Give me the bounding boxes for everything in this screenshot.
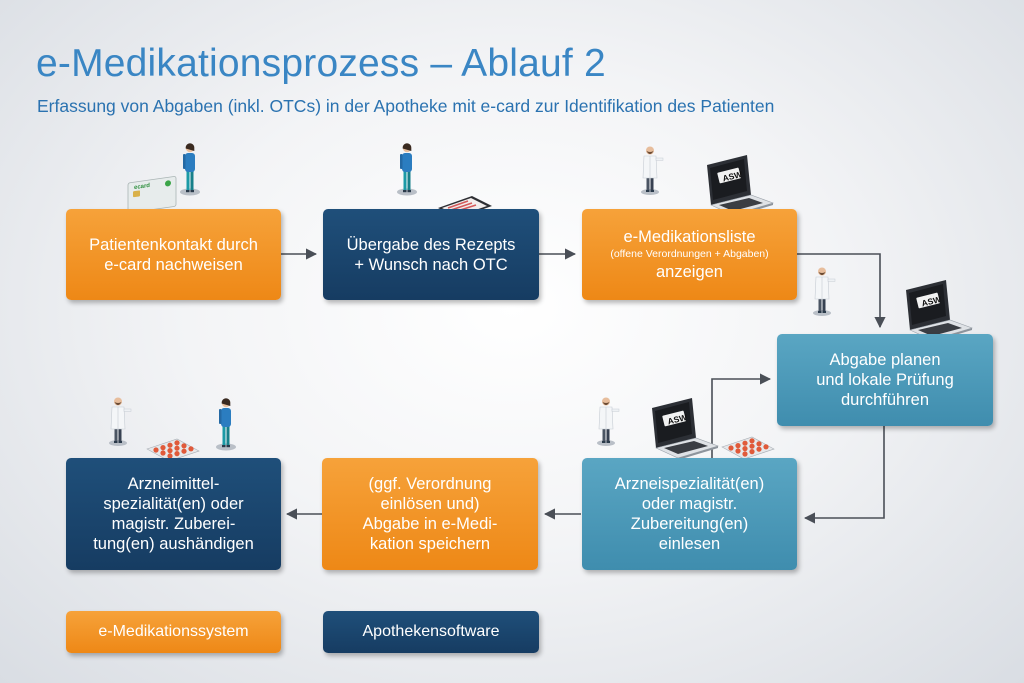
legend-apothekensoftware: Apothekensoftware	[323, 611, 539, 653]
pharmacist-icon	[596, 397, 620, 447]
laptop-asw-icon: ASW	[905, 279, 973, 343]
step-line: + Wunsch nach OTC	[354, 255, 508, 274]
step-prescription-handover[interactable]: Übergabe des Rezepts + Wunsch nach OTC	[323, 209, 539, 300]
step-line: durchführen	[840, 391, 930, 409]
step-line: (ggf. Verordnung	[368, 475, 492, 493]
step-line: Patientenkontakt durch	[89, 235, 258, 254]
pharmacist-icon	[640, 146, 664, 196]
step-line: Übergabe des Rezepts	[346, 235, 516, 254]
step-line: e-Medikationsliste	[623, 228, 756, 246]
step-scan-medication[interactable]: Arzneispezialität(en) oder magistr. Zube…	[582, 458, 797, 570]
step-line: e-card nachweisen	[104, 255, 243, 274]
laptop-asw-icon: ASW	[651, 397, 719, 461]
step-save-dispensing[interactable]: (ggf. Verordnung einlösen und) Abgabe in…	[322, 458, 538, 570]
step-line: kation speichern	[369, 535, 491, 553]
step-line: Abgabe in e-Medi-	[362, 515, 498, 533]
arrow-step4-to-step5	[803, 426, 885, 524]
step-line: spezialität(en) oder	[103, 495, 244, 513]
diagram-title: e-Medikationsprozess – Ablauf 2	[36, 42, 606, 85]
diagram-subtitle: Erfassung von Abgaben (inkl. OTCs) in de…	[37, 96, 775, 116]
step-line: Abgabe planen	[829, 351, 941, 369]
legend-label: Apothekensoftware	[362, 623, 500, 640]
step-line: und lokale Prüfung	[816, 371, 954, 389]
arrow-step5-to-step4	[711, 373, 772, 458]
svg-text:ecard: ecard	[134, 183, 150, 191]
arrow-step3-to-step4	[797, 253, 886, 329]
step-line: magistr. Zuberei-	[111, 515, 236, 533]
step-line: (offene Verordnungen + Abgaben)	[610, 248, 769, 260]
step-plan-dispensing[interactable]: Abgabe planen und lokale Prüfung durchfü…	[777, 334, 993, 426]
pharmacist-icon	[108, 397, 132, 447]
step-hand-over-medication[interactable]: Arzneimittel- spezialität(en) oder magis…	[66, 458, 281, 570]
svg-text:ASW: ASW	[666, 412, 689, 427]
legend-label: e-Medikationssystem	[98, 623, 249, 640]
step-line: tung(en) aushändigen	[93, 535, 254, 553]
step-line: einlösen und)	[380, 495, 480, 513]
patient-icon	[180, 143, 200, 196]
step-line: oder magistr.	[641, 495, 738, 513]
step-medication-list[interactable]: e-Medikationsliste (offene Verordnungen …	[582, 209, 797, 300]
step-line: einlesen	[658, 535, 721, 553]
patient-icon	[216, 398, 236, 451]
step-patient-contact[interactable]: Patientenkontakt durch e-card nachweisen	[66, 209, 281, 300]
svg-text:ASW: ASW	[920, 294, 943, 309]
patient-icon	[397, 143, 417, 196]
legend-emedikationssystem: e-Medikationssystem	[66, 611, 281, 653]
laptop-asw-icon: ASW	[706, 154, 774, 218]
step-line: Zubereitung(en)	[630, 515, 749, 533]
ecard-icon: ecard	[127, 176, 177, 214]
pharmacist-icon	[812, 267, 836, 317]
step-line: anzeigen	[656, 263, 723, 281]
pill-blister-icon	[721, 436, 775, 460]
step-line: Arzneimittel-	[127, 475, 220, 493]
step-line: Arzneispezialität(en)	[614, 475, 765, 493]
svg-text:ASW: ASW	[721, 169, 744, 184]
